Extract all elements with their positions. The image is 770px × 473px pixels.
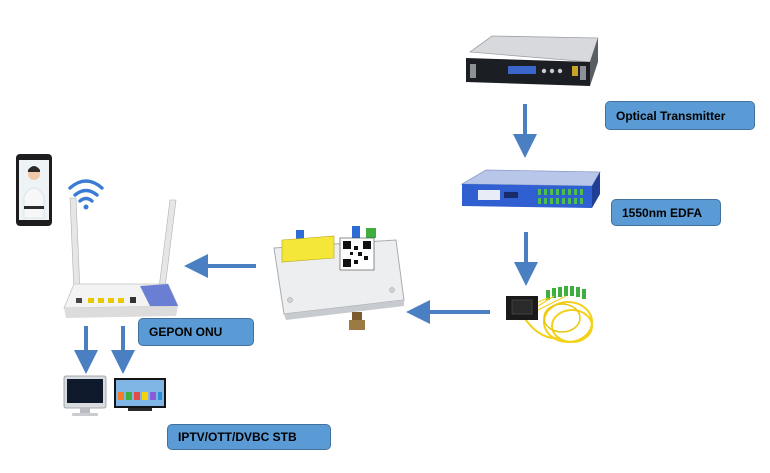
label-edfa: 1550nm EDFA [611, 199, 721, 226]
edfa-icon [460, 169, 601, 208]
optical-receiver-icon [273, 226, 405, 330]
optical-transmitter-icon [466, 35, 599, 86]
tv-icon [114, 378, 166, 411]
monitor-icon [63, 375, 107, 416]
arrows [74, 104, 538, 374]
router-icon [63, 197, 179, 318]
smartphone-icon [16, 154, 52, 226]
label-gepon-onu: GEPON ONU [138, 318, 254, 346]
splitter-icon [506, 286, 593, 343]
wifi-icon [68, 179, 104, 210]
label-optical-transmitter: Optical Transmitter [605, 101, 755, 130]
label-stb: IPTV/OTT/DVBC STB [167, 424, 331, 450]
